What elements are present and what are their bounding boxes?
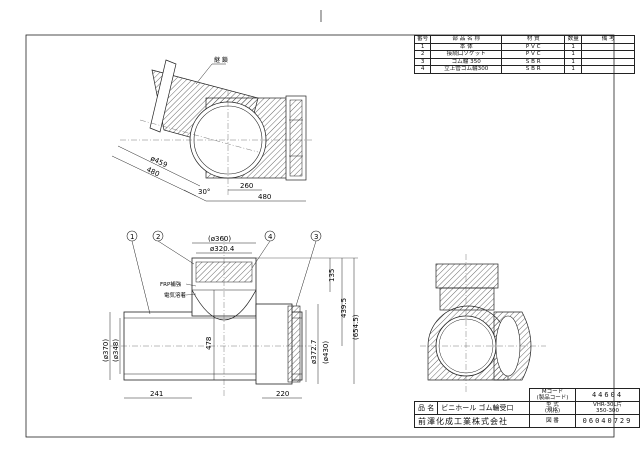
balloon-4: 4	[264, 230, 276, 242]
top-dim-260: 260	[240, 182, 253, 190]
product-name: ビニホール ゴム輪受口	[437, 401, 531, 415]
dim-w220: 220	[276, 390, 289, 398]
svg-text:1: 1	[130, 233, 134, 241]
dim-d360: (ø360)	[208, 235, 231, 243]
top-dim-angle: 30°	[198, 188, 210, 196]
dim-d320: ø320.4	[210, 245, 235, 253]
balloon-1: 1	[126, 230, 138, 242]
dim-d370: (ø370)	[102, 339, 110, 362]
table-row: 2 接続口ソケット P V C 1	[413, 50, 636, 59]
model-label-2: (規格)	[544, 408, 561, 414]
drawing-no-label: 図 番	[529, 414, 577, 428]
drawing-number: 06040729	[575, 414, 640, 428]
parts-table: 番号 部 品 名 称 材 質 数量 備 考 1 本 体 P V C 1 2 接続…	[413, 35, 636, 74]
side-view	[420, 254, 546, 392]
top-dim-480b: 480	[258, 193, 271, 201]
mcode-label-2: (製品コード)	[536, 395, 569, 401]
table-row: 4 立上管ゴム輪300 S B R 1	[413, 65, 636, 74]
dim-w241: 241	[150, 390, 163, 398]
dim-d372: ø372.7	[310, 340, 318, 364]
front-view: 1 2 4 3 FRP補強 電気溶着 (ø360) ø320.4 135 439…	[102, 230, 360, 399]
parts-header-row: 番号 部 品 名 称 材 質 数量 備 考	[413, 35, 636, 44]
sheet-border	[25, 34, 615, 438]
svg-text:3: 3	[314, 233, 318, 241]
model-value-2: 350-300	[596, 408, 619, 414]
dim-h135: 135	[328, 269, 336, 282]
title-block: Mコード (製品コード) 44604 品 名 ビニホール ゴム輪受口 型 式 (…	[413, 388, 640, 428]
table-row: 3 ゴム輪 350 S B R 1	[413, 57, 636, 67]
dim-h654: (654.5)	[352, 314, 360, 340]
mcode-value: 44604	[575, 388, 640, 402]
svg-text:4: 4	[268, 233, 273, 241]
dim-d430: (ø430)	[322, 341, 330, 364]
company-name: 前澤化成工業株式会社	[413, 414, 531, 428]
svg-text:2: 2	[156, 233, 160, 241]
side-socket	[435, 263, 499, 289]
name-label: 品 名	[413, 401, 439, 415]
top-view: 継 鎖 ø459 480 260 480 30°	[111, 56, 312, 202]
front-rubber-ring	[287, 305, 301, 383]
model-value: VHR-30L片	[592, 402, 623, 408]
front-socket	[255, 303, 293, 385]
balloon-2: 2	[152, 230, 164, 242]
balloon-3: 3	[310, 230, 322, 242]
label-frp: FRP補強	[160, 280, 182, 288]
dim-h478: 478	[205, 337, 213, 350]
top-dim-480a: 480	[145, 166, 161, 179]
dim-d348: (ø348)	[112, 339, 120, 362]
model-label: 型 式	[546, 402, 559, 408]
mcode-label: Mコード	[541, 389, 564, 395]
top-cut-label: 継 鎖	[214, 56, 228, 64]
table-row: 1 本 体 P V C 1	[413, 42, 636, 52]
label-adhesive: 電気溶着	[164, 291, 187, 299]
dim-h439: 439.5	[340, 298, 348, 318]
